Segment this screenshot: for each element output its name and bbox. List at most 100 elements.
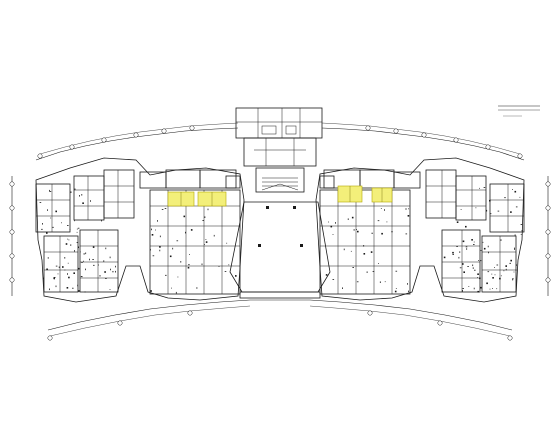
fixture-mark [157, 220, 158, 222]
fixture-mark [332, 279, 335, 280]
right-wing [315, 157, 525, 303]
dimension-line-sides [11, 176, 549, 296]
fixture-mark [456, 221, 459, 223]
fixture-mark [377, 220, 380, 222]
fixture-mark [391, 231, 393, 233]
fixture-mark [189, 254, 190, 255]
fixture-mark [342, 287, 343, 289]
fixture-mark [57, 273, 59, 275]
fixture-mark [353, 229, 355, 231]
fixture-mark [81, 194, 83, 196]
fixture-mark [204, 244, 205, 245]
fixture-mark [351, 216, 354, 219]
fixture-mark [378, 263, 379, 264]
fixture-mark [352, 267, 354, 268]
left-wing [35, 157, 245, 303]
fixture-mark [79, 251, 81, 253]
fixture-mark [226, 242, 228, 244]
fixture-mark [55, 210, 57, 213]
fixture-mark [115, 265, 116, 268]
electrical-fixtures [39, 187, 523, 294]
fixture-mark [477, 277, 478, 278]
fixture-mark [477, 273, 479, 275]
fixture-mark [500, 275, 502, 277]
fixture-mark [207, 208, 209, 211]
central-core [229, 107, 331, 299]
fixture-mark [467, 266, 469, 267]
fixture-mark [55, 285, 57, 288]
fixture-mark [228, 264, 230, 266]
fixture-mark [510, 259, 512, 262]
fixture-mark [486, 209, 488, 212]
fixture-mark [480, 250, 482, 251]
fixture-mark [350, 250, 352, 252]
fixture-mark [47, 257, 49, 259]
fixture-mark [159, 249, 161, 252]
fixture-mark [408, 208, 409, 210]
fixture-mark [513, 271, 515, 273]
fixture-mark [492, 288, 493, 289]
fixture-mark [486, 282, 488, 285]
fixture-mark [105, 247, 107, 250]
fixture-mark [516, 264, 517, 266]
fixture-mark [80, 276, 83, 277]
fixture-mark [452, 254, 454, 255]
fixture-mark [47, 257, 49, 258]
fixture-mark [474, 269, 476, 271]
fixture-mark [64, 269, 66, 271]
fixture-mark [462, 289, 463, 292]
fixture-mark [171, 287, 172, 289]
fixture-mark [395, 288, 397, 289]
fixture-mark [69, 229, 71, 230]
fixture-mark [65, 243, 68, 245]
fixture-mark [196, 287, 198, 289]
fixture-mark [460, 209, 462, 210]
fixture-mark [90, 200, 91, 202]
fixture-mark [407, 215, 410, 217]
fixture-mark [187, 266, 190, 269]
dimension-line-top-right [321, 122, 525, 161]
fixture-mark [489, 213, 492, 215]
fixture-mark [443, 256, 446, 259]
fixture-mark [459, 267, 462, 269]
fixture-mark [452, 251, 454, 254]
fixture-mark [473, 287, 475, 290]
fixture-mark [77, 227, 80, 229]
fixture-mark [497, 210, 500, 212]
fixture-mark [328, 221, 329, 223]
fixture-mark [98, 264, 99, 266]
fixture-mark [46, 268, 48, 271]
fixture-mark [92, 259, 94, 260]
fixture-mark [332, 234, 334, 235]
fixture-mark [491, 273, 493, 275]
fixture-mark [500, 239, 502, 241]
fixture-mark [159, 246, 161, 248]
fixture-mark [46, 232, 48, 234]
fixture-mark [93, 264, 95, 266]
fixture-mark [471, 239, 473, 241]
fixture-mark [335, 222, 336, 224]
fixture-mark [372, 271, 375, 272]
fixture-mark [496, 288, 498, 290]
fixture-mark [202, 220, 204, 221]
fixture-mark [504, 197, 506, 199]
fixture-mark [79, 195, 80, 197]
fixture-mark [514, 234, 516, 236]
fixture-mark [103, 260, 105, 262]
fixture-mark [465, 246, 468, 248]
fixture-mark [235, 275, 237, 277]
fixture-mark [408, 290, 409, 293]
fixture-mark [503, 270, 505, 272]
fixture-mark [109, 289, 111, 290]
fixture-mark [394, 290, 397, 293]
fixture-mark [55, 265, 58, 267]
fixture-mark [205, 239, 207, 240]
fixture-mark [159, 235, 161, 238]
fixture-mark [366, 271, 368, 273]
fixture-mark [371, 232, 373, 234]
fixture-mark [49, 288, 50, 291]
fixture-mark [104, 271, 106, 273]
fixture-mark [477, 290, 479, 293]
fixture-mark [155, 229, 156, 231]
